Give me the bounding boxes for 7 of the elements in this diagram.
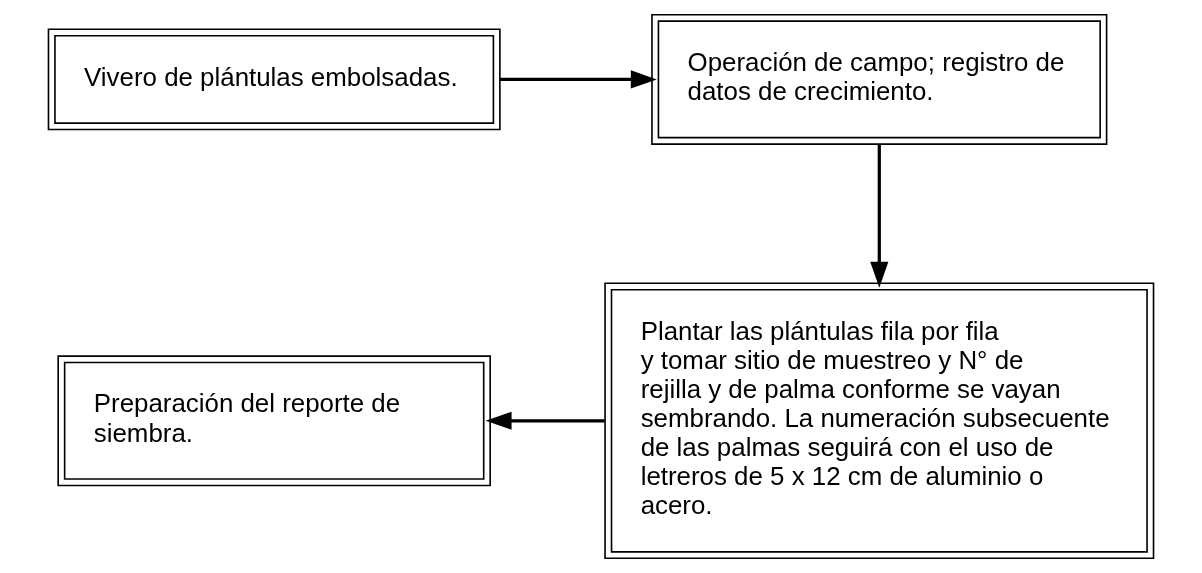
arrow <box>499 70 657 89</box>
node-box: Plantar las plántulas fila por fila y tomar sitio de muestreo y N° de rejilla y de palma conforme se vayan sembrando. La numeración subsecuente de las palmas seguirá con el uso de letreros de 5 x 12 cm de aluminio o acero. <box>604 282 1155 560</box>
node-box: Vivero de plántulas embolsadas. <box>47 28 501 131</box>
arrow <box>485 411 605 430</box>
node-box: Operación de campo; registro de datos de crecimiento. <box>651 13 1108 145</box>
node-box: Preparación del reporte de siembra. <box>57 355 491 487</box>
arrow <box>870 144 889 288</box>
